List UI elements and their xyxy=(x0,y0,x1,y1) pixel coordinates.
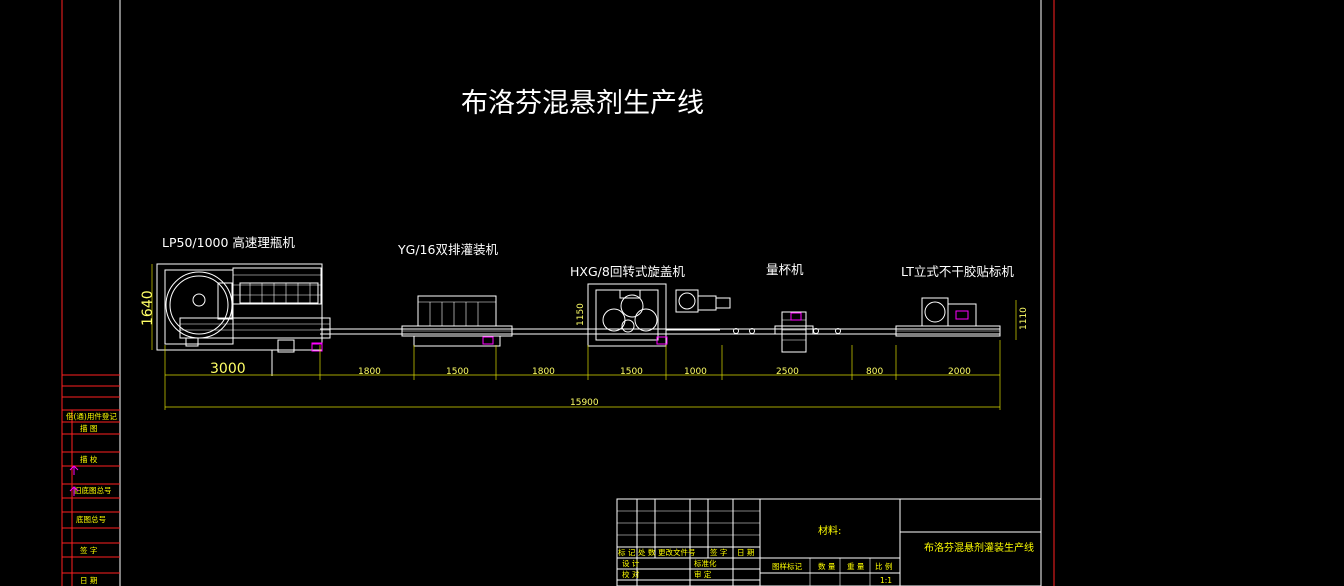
dim-seg-8: 2000 xyxy=(948,367,971,377)
stage-header-1: 数 量 xyxy=(818,561,836,571)
machine-label-cup: 量杯机 xyxy=(766,262,804,277)
dim-seg-4: 1500 xyxy=(620,367,643,377)
conveyor xyxy=(320,328,1000,335)
left-binding-strip: 借(通)用件登记 描 图 描 校 旧底图总号 底图总号 签 字 日 期 xyxy=(62,374,120,586)
dim-seg-3: 1800 xyxy=(532,367,555,377)
machine-label-capper: HXG/8回转式旋盖机 xyxy=(570,264,685,279)
scale-value: 1:1 xyxy=(880,576,892,585)
stage-header-3: 比 例 xyxy=(875,561,892,571)
strip-label-4: 底图总号 xyxy=(76,514,106,524)
arrow-up-icon xyxy=(69,465,79,475)
machine-label-labeler: LT立式不干胶贴标机 xyxy=(901,264,1014,279)
dim-seg-2: 1500 xyxy=(446,367,469,377)
dim-seg-1: 1800 xyxy=(358,367,381,377)
dim-seg-6: 2500 xyxy=(776,367,799,377)
drawing-title: 布洛芬混悬剂生产线 xyxy=(461,88,704,119)
role-standard: 标准化 xyxy=(694,558,717,568)
machine-capper xyxy=(587,283,731,347)
role-approve: 审 定 xyxy=(694,569,712,579)
dim-seg-7: 800 xyxy=(866,367,883,377)
rev-header-1: 处 数 xyxy=(638,547,656,557)
dim-seg-0: 3000 xyxy=(210,361,246,377)
machine-unscrambler xyxy=(156,263,331,376)
strip-label-5: 签 字 xyxy=(80,545,97,555)
dim-seg-5: 1000 xyxy=(684,367,707,377)
machine-label-unscrambler: LP50/1000 高速理瓶机 xyxy=(162,235,295,250)
machine-label-filler: YG/16双排灌装机 xyxy=(397,242,498,257)
role-check: 校 对 xyxy=(622,569,640,579)
rev-header-3: 签 字 xyxy=(710,547,727,557)
strip-label-2: 描 校 xyxy=(80,454,98,464)
drawing-frame xyxy=(61,0,1055,586)
drawing-name: 布洛芬混悬剂灌装生产线 xyxy=(924,541,1034,554)
dim-total: 15900 xyxy=(570,398,599,408)
machine-labeler xyxy=(895,297,1001,337)
machine-filler xyxy=(401,295,513,347)
strip-label-6: 日 期 xyxy=(80,576,97,585)
dim-capper-small: 1150 xyxy=(576,303,586,326)
stage-header-2: 重 量 xyxy=(847,562,865,571)
strip-label-0: 借(通)用件登记 xyxy=(66,411,117,421)
stage-header-0: 图样标记 xyxy=(772,561,802,571)
dim-height-right: 1110 xyxy=(1019,307,1029,330)
rev-header-0: 标 记 xyxy=(618,547,636,557)
dimension-lines: 1640 1110 1150 3000 1800 1500 1800 1500 … xyxy=(140,264,1029,410)
strip-label-1: 描 图 xyxy=(80,423,97,433)
dim-height-left: 1640 xyxy=(140,290,156,326)
machine-cup xyxy=(733,311,841,353)
title-block: 材料: 布洛芬混悬剂灌装生产线 标 记 处 数 更改文件号 签 字 日 期 设 … xyxy=(616,498,1042,586)
strip-label-3: 旧底图总号 xyxy=(74,485,112,495)
rev-header-2: 更改文件号 xyxy=(658,547,696,557)
material-label: 材料: xyxy=(818,524,841,537)
role-design: 设 计 xyxy=(622,558,640,568)
rev-header-4: 日 期 xyxy=(737,548,754,557)
arrow-up-icon xyxy=(69,486,79,496)
